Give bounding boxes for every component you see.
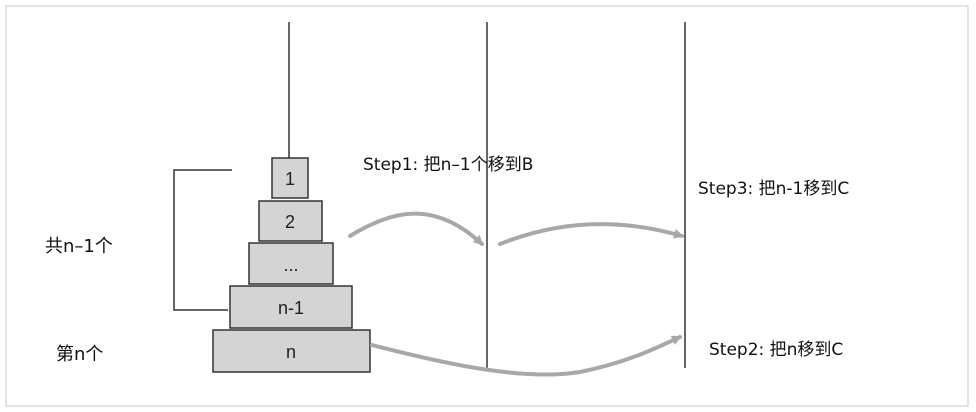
disk-2: 2 [258,200,323,242]
step1-label: Step1: 把n–1个移到B [363,155,533,175]
disk-1-label: 1 [285,169,295,189]
step2-label: Step2: 把n移到C [709,340,843,360]
outer-frame [5,5,969,407]
disk-1: 1 [271,157,309,199]
disk-ellipsis-label: ... [283,255,298,275]
disk-n: n [212,329,371,373]
group-label: 共n–1个 [45,236,113,257]
arrow-step3 [498,222,684,246]
disk-ellipsis: ... [248,242,334,285]
group-bracket [173,169,232,311]
disk-2-label: 2 [285,212,295,232]
step3-label: Step3: 把n-1移到C [698,179,849,199]
disk-n-minus-1-label: n-1 [278,298,304,318]
arrow-step1 [348,211,484,246]
disk-n-label: n [286,342,296,362]
disk-n-minus-1: n-1 [229,285,353,329]
arrow-step2 [370,335,682,377]
nth-disk-label: 第n个 [56,344,103,365]
